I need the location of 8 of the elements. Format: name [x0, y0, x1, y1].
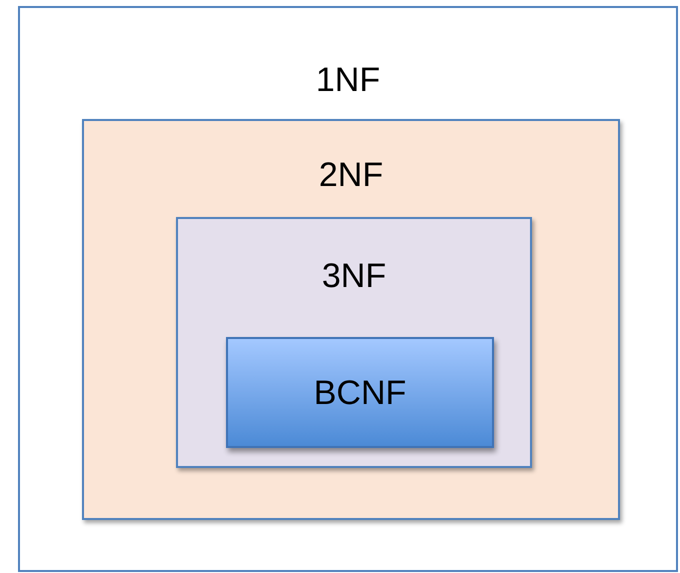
box-label: 1NF: [314, 60, 382, 101]
nested-box: [18, 6, 678, 572]
box-label: 3NF: [320, 256, 388, 297]
box-label: 2NF: [318, 155, 384, 196]
box-label: BCNF: [312, 372, 408, 414]
nested-box: [176, 217, 532, 468]
nested-box: [82, 119, 620, 520]
nested-box: [226, 337, 494, 448]
